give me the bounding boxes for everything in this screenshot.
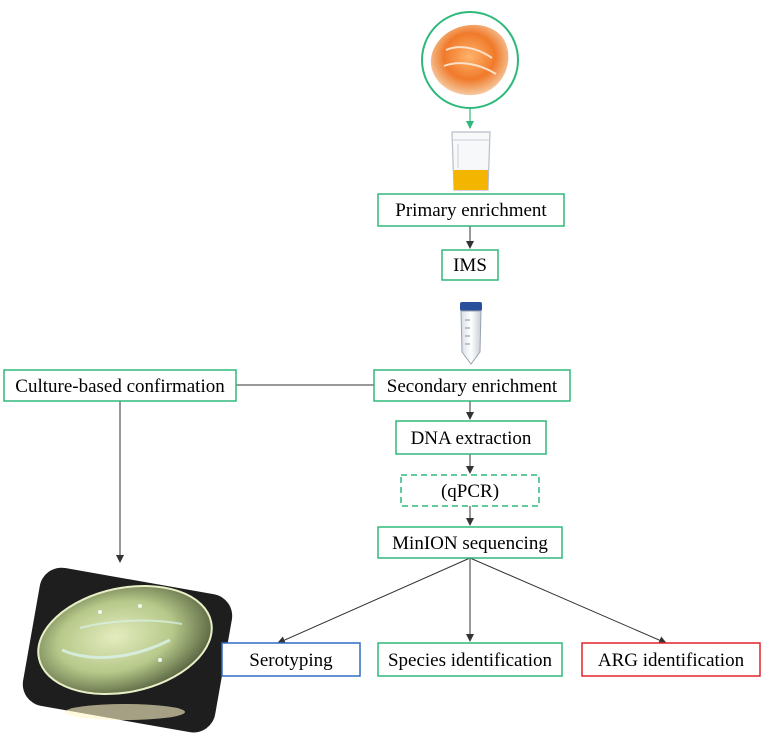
node-species-identification: Species identification	[377, 642, 563, 677]
connectors	[116, 226, 667, 644]
node-primary-enrichment-label: Primary enrichment	[395, 200, 547, 221]
node-serotyping-label: Serotyping	[249, 650, 333, 671]
node-qpcr: (qPCR)	[400, 474, 540, 507]
node-culture-confirmation-label: Culture-based confirmation	[15, 376, 225, 397]
node-minion-sequencing-label: MinION sequencing	[392, 533, 548, 554]
node-arg-identification: ARG identification	[581, 642, 761, 677]
node-dna-extraction-label: DNA extraction	[411, 428, 532, 449]
node-minion-sequencing: MinION sequencing	[377, 526, 563, 559]
arrow-minion-to-arg	[469, 557, 667, 644]
agar-plate-icon	[22, 567, 233, 733]
node-qpcr-label: (qPCR)	[441, 481, 499, 502]
node-serotyping: Serotyping	[221, 642, 361, 677]
node-secondary-enrichment-label: Secondary enrichment	[387, 376, 558, 397]
node-secondary-enrichment: Secondary enrichment	[373, 369, 571, 402]
node-primary-enrichment: Primary enrichment	[377, 193, 565, 227]
node-ims: IMS	[441, 249, 499, 281]
node-culture-confirmation: Culture-based confirmation	[3, 369, 237, 402]
node-species-identification-label: Species identification	[388, 650, 553, 671]
node-arg-identification-label: ARG identification	[598, 650, 745, 671]
centrifuge-tube-icon	[460, 302, 482, 365]
node-dna-extraction: DNA extraction	[395, 420, 547, 455]
node-ims-label: IMS	[453, 255, 487, 276]
salmon-sample-icon	[421, 11, 519, 109]
enrichment-bag-icon	[451, 131, 491, 191]
arrow-minion-to-serotyping	[277, 557, 471, 644]
